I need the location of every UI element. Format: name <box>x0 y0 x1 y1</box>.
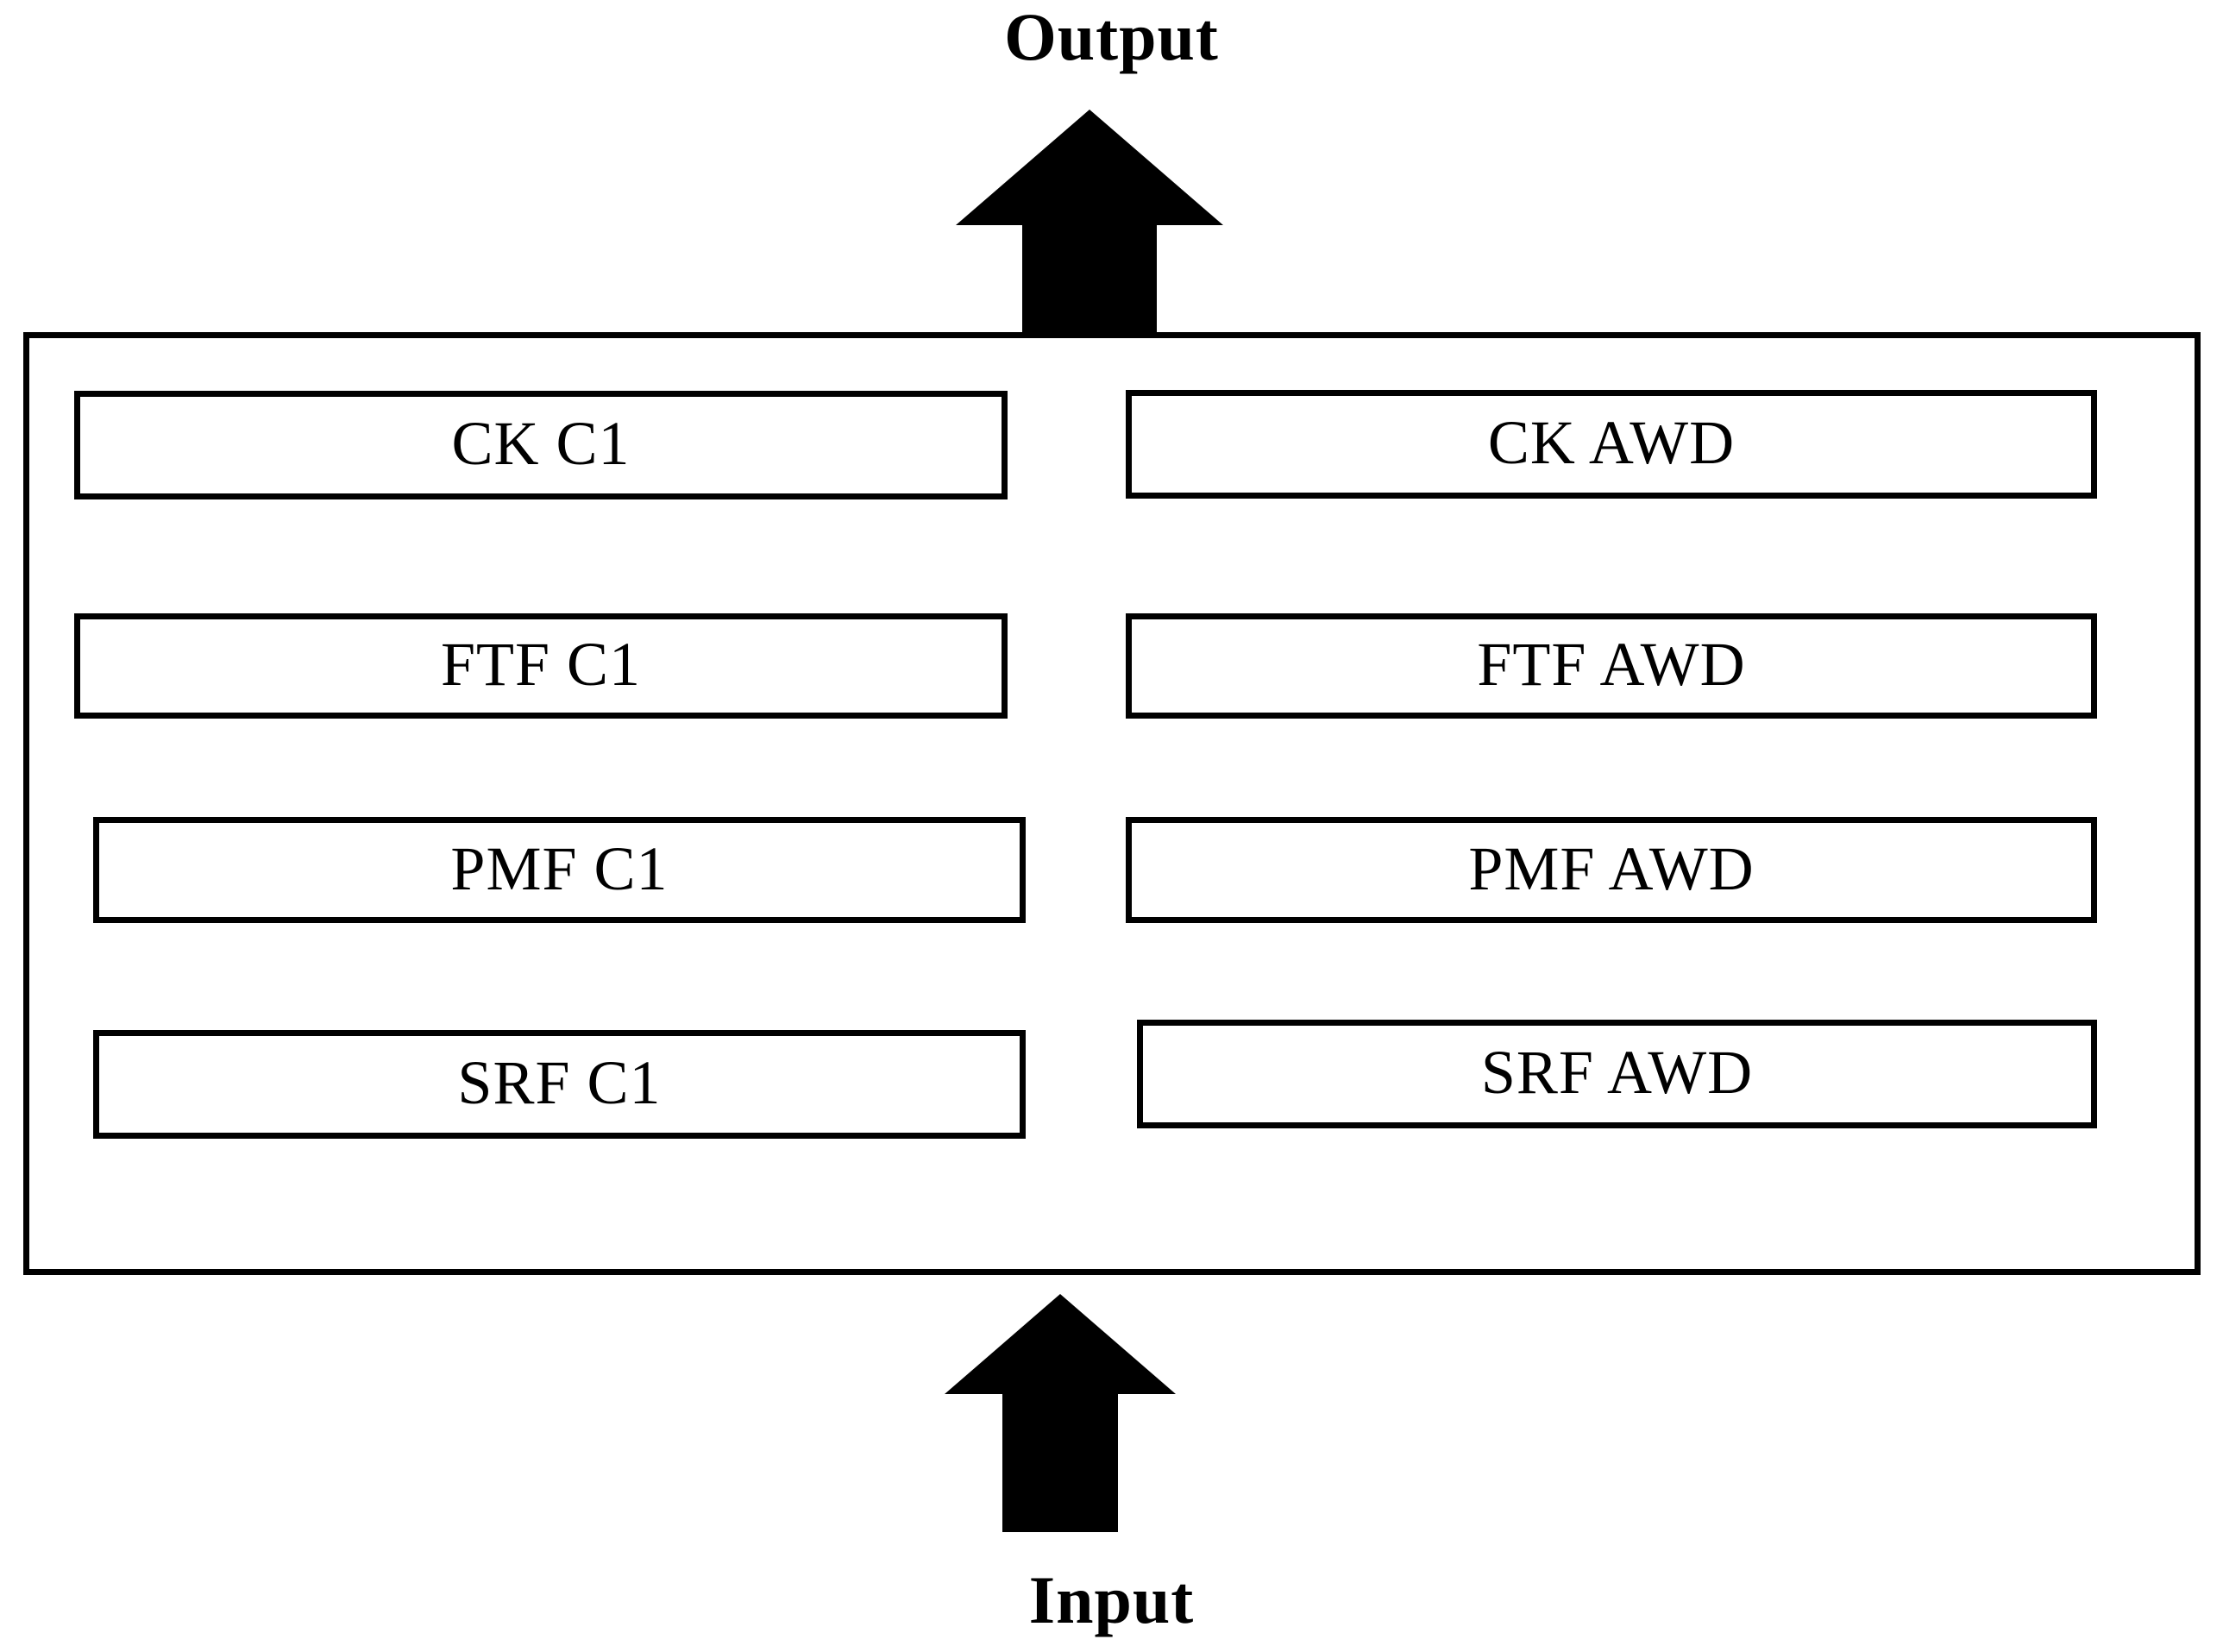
module-label-pmf-awd: PMF AWD <box>1468 833 1755 903</box>
module-box-pmf-awd[interactable]: PMF AWD <box>1126 817 2097 923</box>
module-label-srf-c1: SRF C1 <box>457 1048 662 1117</box>
module-label-ck-awd: CK AWD <box>1487 408 1736 477</box>
module-label-pmf-c1: PMF C1 <box>450 833 669 903</box>
module-label-ck-c1: CK C1 <box>451 409 631 478</box>
module-label-ftf-c1: FTF C1 <box>440 630 642 699</box>
input-label: Input <box>1028 1562 1195 1637</box>
module-box-ftf-awd[interactable]: FTF AWD <box>1126 613 2097 719</box>
module-box-srf-awd[interactable]: SRF AWD <box>1137 1020 2097 1128</box>
module-label-ftf-awd: FTF AWD <box>1477 630 1746 699</box>
output-label: Output <box>1004 0 1219 74</box>
module-box-ck-c1[interactable]: CK C1 <box>74 391 1008 499</box>
output-arrow-icon <box>956 110 1223 334</box>
module-box-ck-awd[interactable]: CK AWD <box>1126 390 2097 499</box>
module-label-srf-awd: SRF AWD <box>1480 1038 1754 1107</box>
module-box-srf-c1[interactable]: SRF C1 <box>93 1030 1026 1139</box>
input-arrow-icon <box>945 1294 1176 1532</box>
module-box-pmf-c1[interactable]: PMF C1 <box>93 817 1026 923</box>
module-box-ftf-c1[interactable]: FTF C1 <box>74 613 1008 719</box>
